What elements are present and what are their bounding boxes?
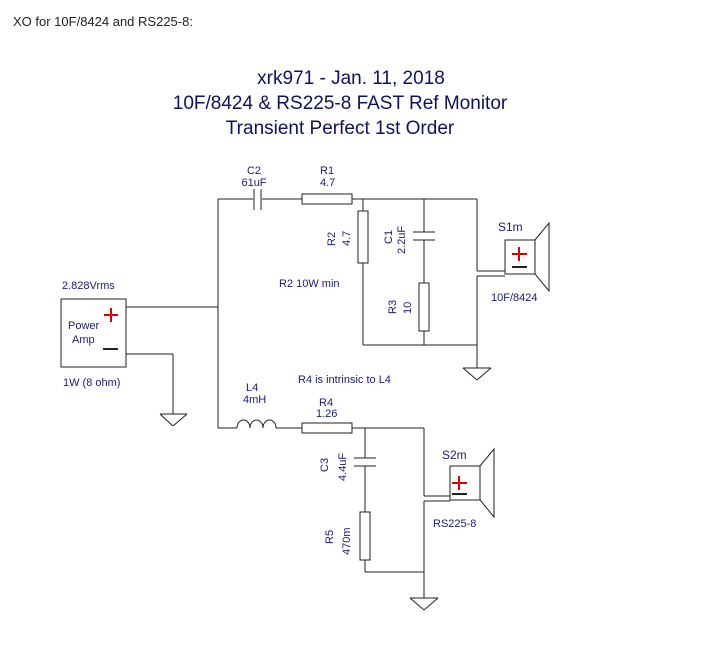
- schematic-title-line1: xrk971 - Jan. 11, 2018: [257, 68, 445, 89]
- r2-value: 4.7: [341, 231, 353, 246]
- s2m-name: S2m: [442, 448, 467, 462]
- power-amp-label-line2: Amp: [72, 334, 95, 346]
- r4-value: 1.26: [316, 408, 337, 420]
- r3-name: R3: [387, 300, 399, 314]
- amp-plus-v: [110, 308, 112, 322]
- s2m-plus-v: [458, 476, 460, 490]
- r5-resistor: [359, 511, 371, 561]
- r1-name: R1: [320, 165, 334, 177]
- s1m-plus-v: [518, 247, 520, 261]
- c2-value: 61uF: [241, 177, 266, 189]
- amp-minus-sign: [103, 348, 118, 350]
- r1-resistor: [301, 193, 353, 205]
- s1m-minus-sign: [512, 266, 527, 268]
- s1m-name: S1m: [498, 220, 523, 234]
- l4-name: L4: [246, 382, 258, 394]
- c3-value: 4.4uF: [337, 453, 349, 481]
- schematic-title-line3: Transient Perfect 1st Order: [226, 118, 455, 139]
- r3-resistor: [418, 282, 430, 332]
- source-voltage-label: 2.828Vrms: [62, 280, 115, 292]
- r4-resistor: [301, 422, 353, 434]
- c2-name: C2: [247, 165, 261, 177]
- power-amp-box: [60, 298, 127, 368]
- l4-value: 4mH: [243, 394, 266, 406]
- s1m-model: 10F/8424: [491, 292, 537, 304]
- r2-resistor: [357, 210, 369, 264]
- r5-name: R5: [324, 530, 336, 544]
- r2-name: R2: [326, 232, 338, 246]
- s1m-speaker-cone: [534, 221, 550, 293]
- source-power-label: 1W (8 ohm): [63, 377, 120, 389]
- tweeter-note: R2 10W min: [279, 278, 340, 290]
- page-caption: XO for 10F/8424 and RS225-8:: [13, 14, 193, 29]
- s2m-speaker-cone: [479, 447, 495, 519]
- schematic-title-line2: 10F/8424 & RS225-8 FAST Ref Monitor: [173, 93, 508, 114]
- power-amp-label-line1: Power: [68, 320, 100, 332]
- s2m-minus-sign: [452, 493, 467, 495]
- c3-name: C3: [319, 458, 331, 472]
- r4-name: R4: [319, 397, 333, 409]
- c1-name: C1: [383, 230, 395, 244]
- woofer-note: R4 is intrinsic to L4: [298, 374, 391, 386]
- r1-value: 4.7: [320, 177, 335, 189]
- l4-inductor: [236, 419, 277, 429]
- r5-value: 470m: [341, 527, 353, 555]
- c1-value: 2.2uF: [396, 226, 408, 254]
- r3-value: 10: [402, 302, 414, 314]
- s2m-model: RS225-8: [433, 518, 476, 530]
